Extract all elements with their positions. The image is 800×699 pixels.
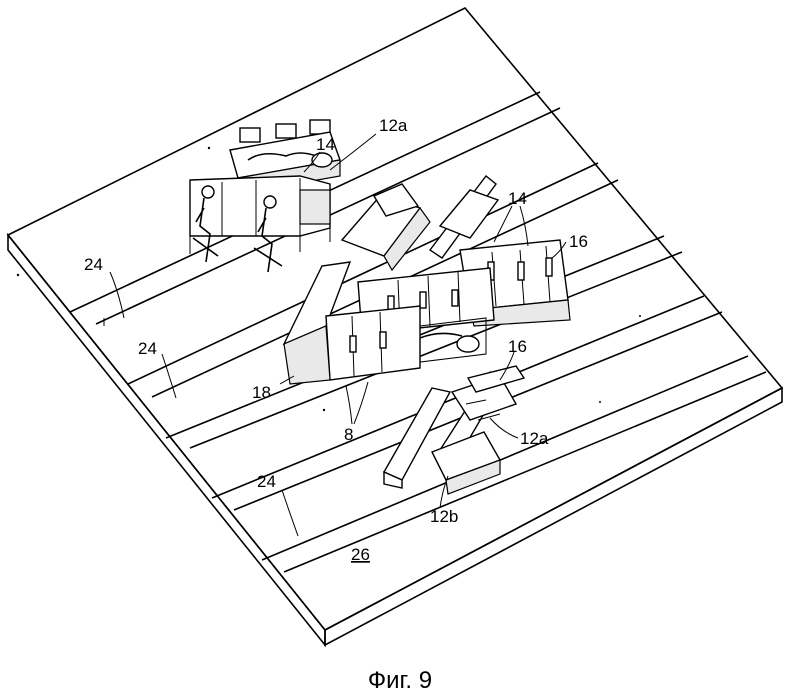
upper-seat-group xyxy=(189,119,341,273)
label-12b: 12b xyxy=(430,507,458,526)
label-14-top: 14 xyxy=(316,135,335,154)
label-12a-top: 12a xyxy=(379,116,408,135)
leader-lines xyxy=(109,133,567,537)
scan-specks xyxy=(16,146,641,412)
central-seat-cluster xyxy=(282,175,571,385)
label-12a-low: 12a xyxy=(520,429,549,448)
label-14-right: 14 xyxy=(508,189,527,208)
label-16-low: 16 xyxy=(508,337,527,356)
label-16-right: 16 xyxy=(569,232,588,251)
label-18: 18 xyxy=(252,383,271,402)
figure-caption: Фиг. 9 xyxy=(368,667,432,694)
floor-slab xyxy=(6,7,784,648)
label-24-mid: 24 xyxy=(138,339,157,358)
lower-seat-group xyxy=(383,365,526,495)
label-24-top: 24 xyxy=(84,255,103,274)
reference-labels: 24 24 24 26 18 8 14 12a 14 16 16 12a 12b xyxy=(84,116,588,564)
label-24-bottom: 24 xyxy=(257,472,276,491)
label-26: 26 xyxy=(351,545,370,564)
label-8: 8 xyxy=(344,425,353,444)
